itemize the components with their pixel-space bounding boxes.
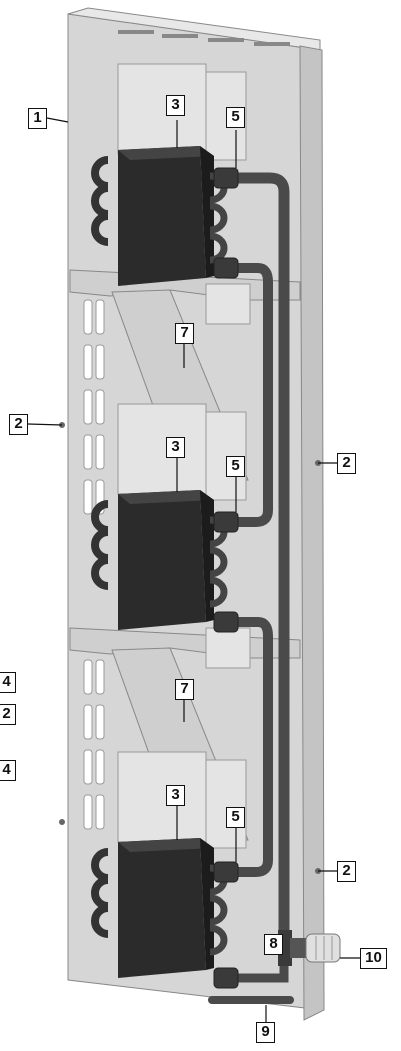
callout-exchanger-middle: 3 [166,437,185,458]
callout-exchanger-top: 3 [166,95,185,116]
callout-valve-bottom: 5 [226,807,245,828]
callout-frame: 1 [28,108,47,129]
heat-exchanger-bottom [91,838,228,978]
valves [213,167,239,989]
callout-exchanger-bottom: 3 [166,785,185,806]
leader-lines [27,117,360,1022]
heat-exchangers [91,146,228,978]
heat-exchanger-top [91,146,228,286]
thermostat-head [290,933,341,963]
callout-valve-middle: 5 [226,456,245,477]
heat-exchanger-middle [91,490,228,630]
callout-connection: 9 [256,1022,275,1043]
callout-bracket-a: 4 [0,672,16,693]
callout-fixing-left-a: 2 [9,414,28,435]
callout-bracket-b: 4 [0,760,16,781]
callout-tee: 8 [264,934,283,955]
callout-plate-middle: 7 [175,679,194,700]
callout-plate-top: 7 [175,323,194,344]
callout-thermostat: 10 [360,948,387,969]
callout-fixing-right-b: 2 [337,861,356,882]
vent-slots [83,299,105,830]
callout-fixing-left-b: 2 [0,704,16,725]
exchanger-brackets [117,63,251,849]
callout-fixing-right-a: 2 [337,453,356,474]
callout-valve-top: 5 [226,107,245,128]
